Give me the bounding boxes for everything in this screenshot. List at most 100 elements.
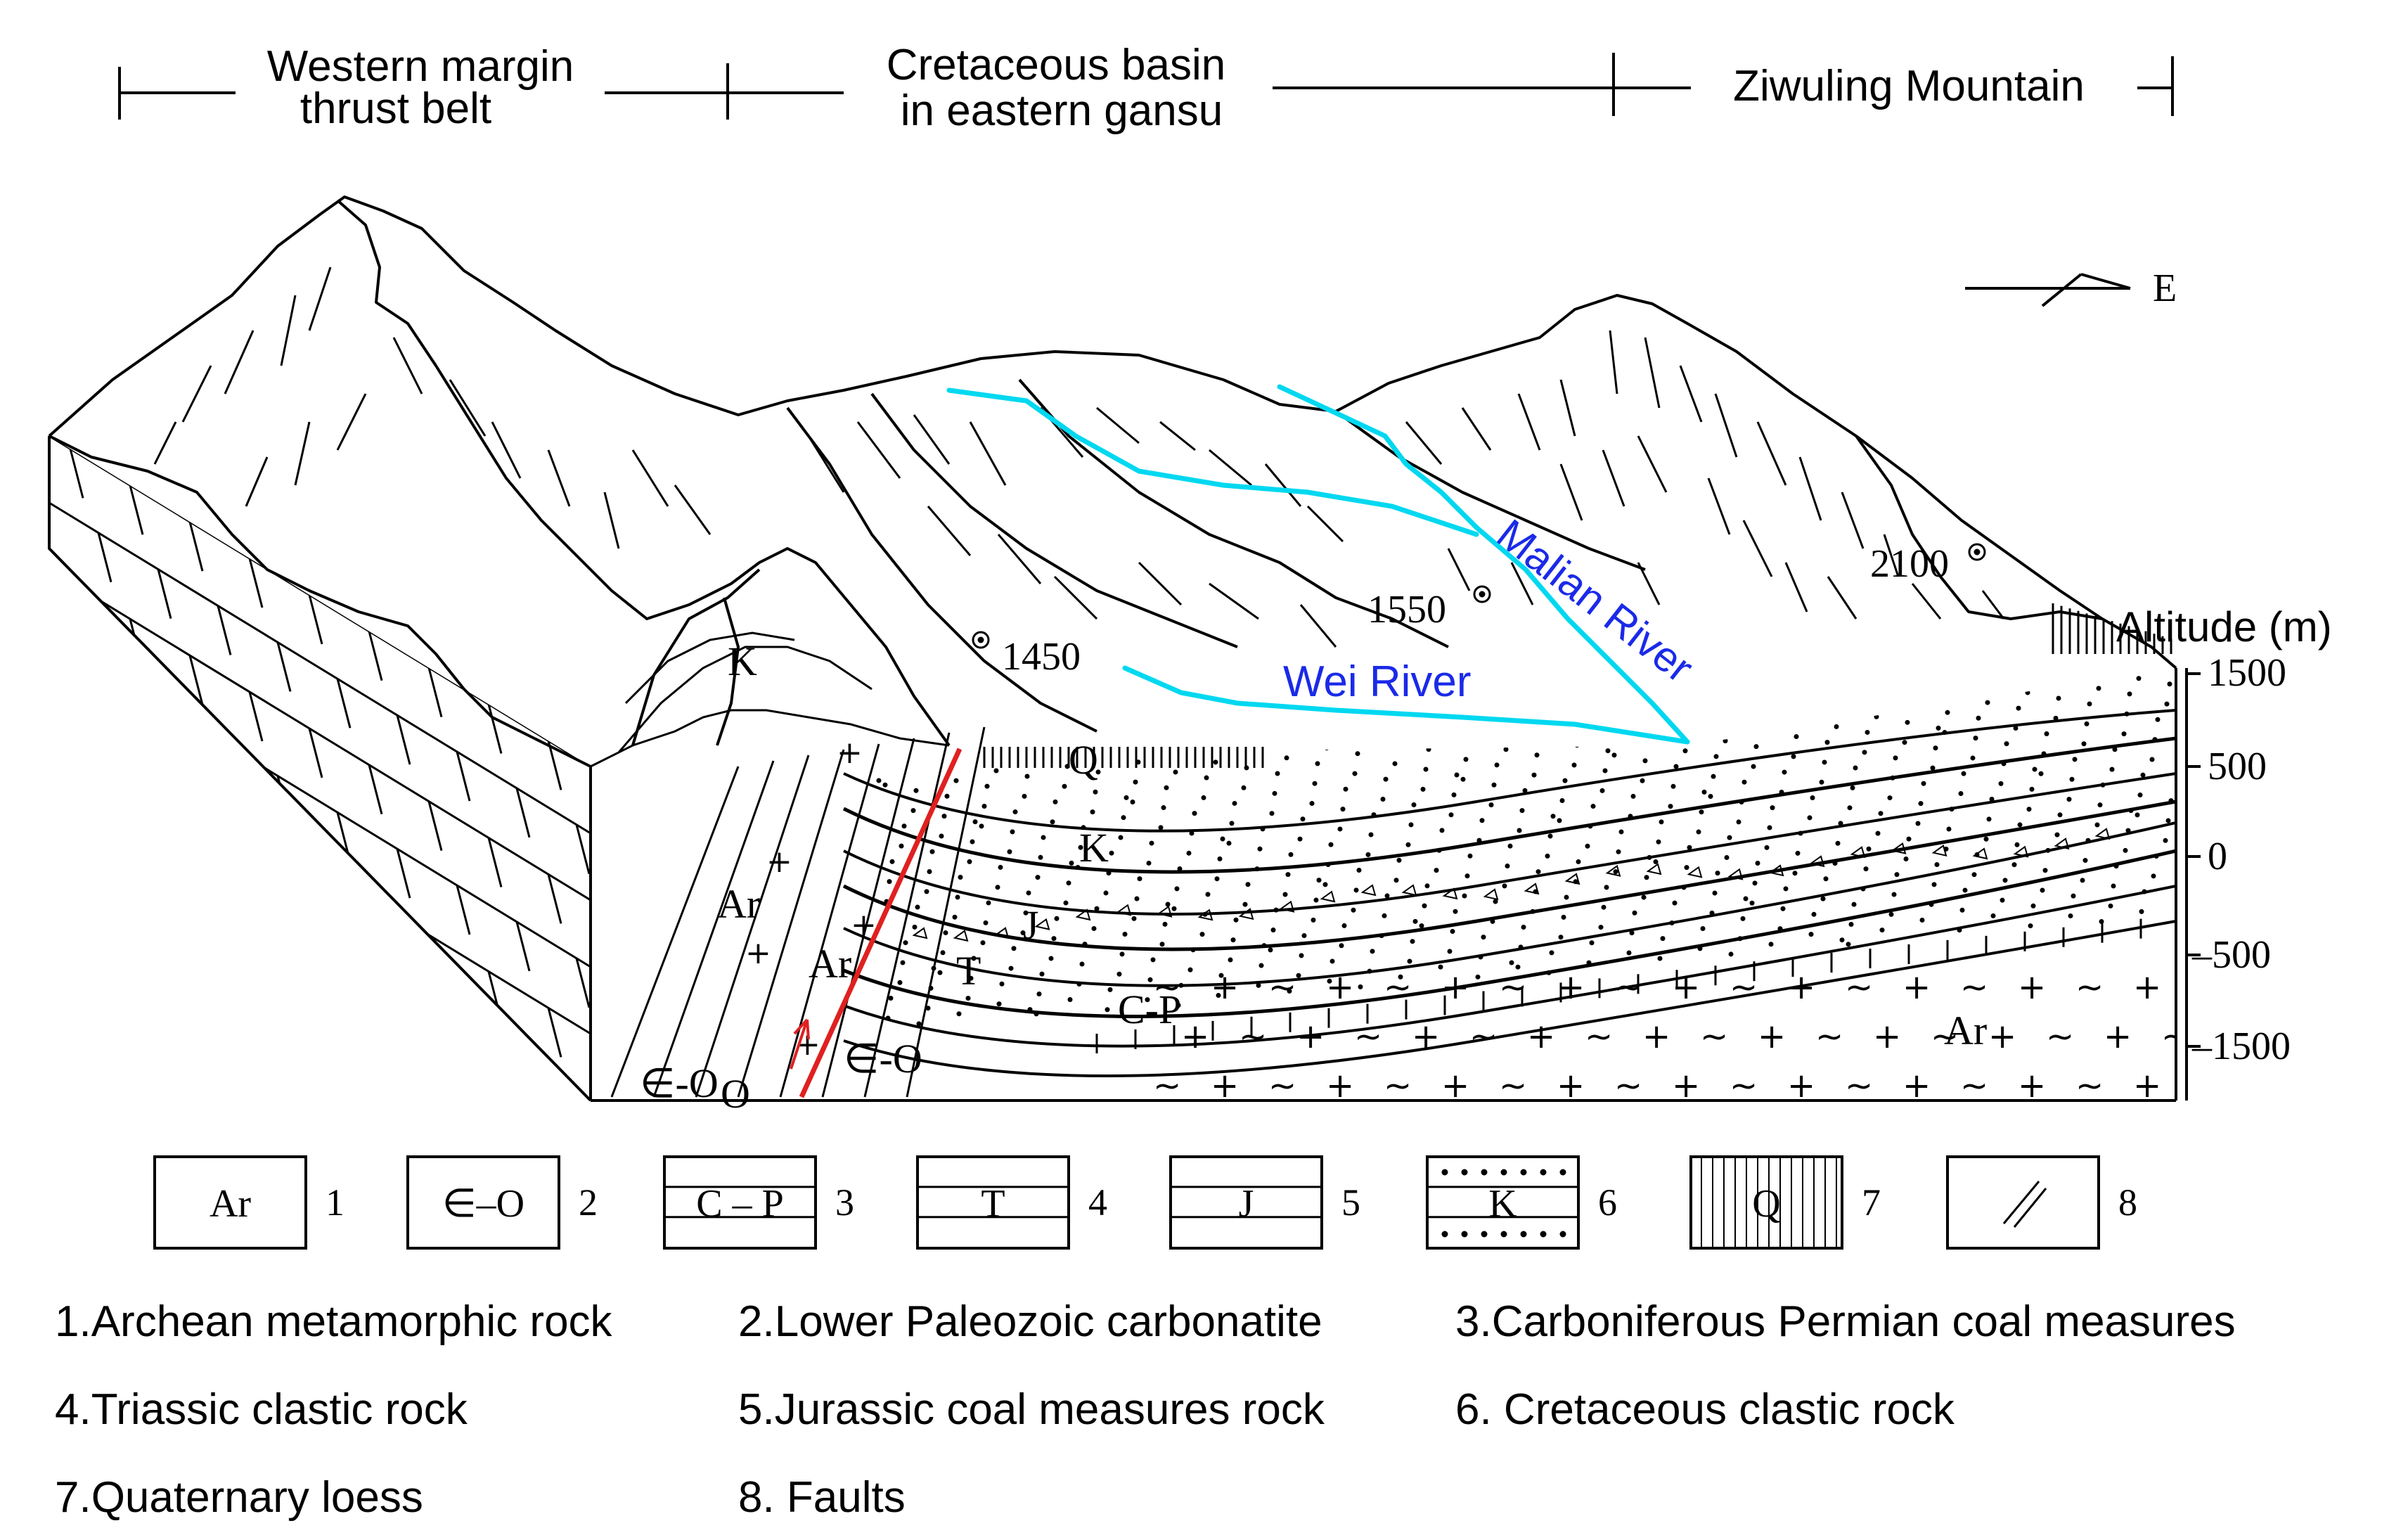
label-j: J (1023, 902, 1039, 948)
legend-number: 8 (2118, 1181, 2137, 1224)
label-eo-left: ∈-O (640, 1060, 719, 1106)
label-ar-left: Ar (717, 881, 760, 927)
label-cp: C-P (1118, 987, 1181, 1032)
altitude-tick: 500 (2208, 745, 2267, 788)
legend-desc-7: 7.Quaternary loess (55, 1473, 423, 1522)
fault-line (790, 747, 962, 1098)
svg-text:+: + (766, 844, 792, 880)
legend-desc-6: 6. Cretaceous clastic rock (1455, 1385, 1955, 1434)
svg-text:+: + (1181, 1017, 1209, 1056)
svg-text:~: ~ (1845, 968, 1873, 1007)
altitude-axis (2185, 668, 2201, 1101)
svg-text:~: ~ (2075, 1066, 2104, 1105)
svg-text:~: ~ (1354, 1017, 1382, 1056)
legend-number: 2 (579, 1181, 598, 1224)
direction-arrow (1965, 273, 2131, 307)
terrain-surface (48, 195, 2177, 768)
svg-text:~: ~ (1153, 1066, 1181, 1105)
svg-text:+: + (2104, 1017, 2132, 1056)
altitude-tick: 0 (2208, 835, 2227, 878)
hill-hachures (153, 267, 2005, 648)
altitude-tick: –500 (2191, 933, 2271, 977)
svg-text:~: ~ (1960, 968, 1988, 1007)
label-k: K (1079, 825, 1109, 871)
svg-text:+: + (837, 735, 863, 771)
svg-text:+: + (2018, 968, 2046, 1007)
svg-text:+: + (2133, 1066, 2161, 1105)
svg-text:+: + (1787, 968, 1815, 1007)
svg-text:~: ~ (1614, 1066, 1642, 1105)
svg-text:~: ~ (1384, 968, 1412, 1007)
label-k-top: K (728, 639, 757, 684)
svg-text:~: ~ (1585, 1017, 1613, 1056)
svg-text:+: + (1441, 968, 1469, 1007)
svg-text:~: ~ (2075, 968, 2104, 1007)
elevation-points (972, 543, 1986, 649)
legend-symbol: Q (1752, 1182, 1780, 1226)
svg-text:+: + (745, 935, 771, 971)
svg-text:+: + (1441, 1066, 1469, 1105)
altitude-tick: 1500 (2208, 651, 2286, 695)
svg-text:+: + (1902, 1066, 1931, 1105)
svg-text:+: + (2133, 968, 2161, 1007)
svg-text:+: + (1211, 1066, 1239, 1105)
wei-river-label: Wei River (1283, 657, 1472, 706)
legend-symbol: C – P (696, 1182, 784, 1226)
label-ar-right: Ar (1944, 1008, 1987, 1053)
label-o-left: O (721, 1071, 750, 1117)
ar-wedge-bedding: +++++ (610, 726, 986, 1098)
svg-text:~: ~ (1469, 1017, 1498, 1056)
svg-text:~: ~ (1960, 1066, 1988, 1105)
label-ar-fault: Ar (809, 941, 851, 987)
river-network (946, 384, 1690, 745)
malian-river-trunk (1277, 384, 1690, 745)
svg-text:~: ~ (1730, 968, 1758, 1007)
svg-text:+: + (2018, 1066, 2046, 1105)
svg-text:+: + (1672, 1066, 1700, 1105)
label-q: Q (1069, 737, 1098, 783)
legend-box-8: 8 (1946, 1155, 2137, 1250)
svg-text:+: + (1296, 1017, 1325, 1056)
legend-desc-4: 4.Triassic clastic rock (55, 1385, 468, 1434)
svg-text:~: ~ (2046, 1017, 2074, 1056)
svg-text:~: ~ (1268, 1066, 1296, 1105)
loess-cap (983, 603, 2172, 768)
legend-descriptions: 1.Archean metamorphic rock 2.Lower Paleo… (55, 1297, 2236, 1522)
region-label-ziwuling: Ziwuling Mountain (1733, 62, 2085, 110)
region-label-basin: Cretaceous basin (887, 41, 1226, 89)
svg-text:~: ~ (1268, 968, 1296, 1007)
malian-river-branch-1 (946, 387, 1479, 537)
svg-text:+: + (1642, 1017, 1670, 1056)
svg-text:+: + (1326, 1066, 1354, 1105)
malian-river-label: Malian River (1488, 510, 1702, 691)
svg-text:+: + (1873, 1017, 1901, 1056)
svg-text:~: ~ (1499, 1066, 1527, 1105)
altitude-tick-labels: 1500 500 0 –500 –1500 (2191, 651, 2291, 1068)
legend-number: 6 (1598, 1181, 1617, 1224)
direction-label: E (2153, 267, 2177, 310)
legend-number: 1 (326, 1181, 345, 1224)
region-label-basin-2: in eastern gansu (901, 86, 1223, 135)
elevation-2100: 2100 (1870, 542, 1949, 586)
section-labels: K Q K Ar Ar J T C-P ∈-O ∈-O O Ar (640, 639, 1987, 1117)
legend-desc-8: 8. Faults (738, 1473, 906, 1522)
legend-symbol: J (1239, 1182, 1254, 1226)
elevation-1550: 1550 (1367, 588, 1446, 631)
legend-desc-3: 3.Carboniferous Permian coal measures (1455, 1297, 2236, 1346)
front-strata: ~+~+~+~+~+~+~+~+~++~+~+~+~+~+~+~+~+~~+~+… (842, 676, 2189, 1105)
legend-desc-5: 5.Jurassic coal measures rock (738, 1385, 1325, 1434)
svg-text:+: + (1557, 1066, 1585, 1105)
svg-text:+: + (1412, 1017, 1440, 1056)
legend-desc-1: 1.Archean metamorphic rock (55, 1297, 613, 1346)
legend-number: 4 (1088, 1181, 1107, 1224)
elevation-1450: 1450 (1002, 635, 1081, 679)
svg-text:~: ~ (2161, 1017, 2189, 1056)
region-label-west: Western margin (267, 42, 574, 91)
